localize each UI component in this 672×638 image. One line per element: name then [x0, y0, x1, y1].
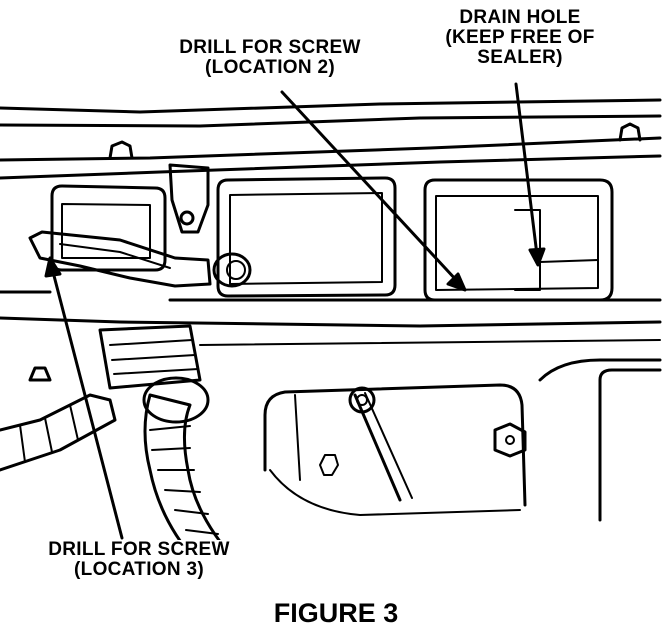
callout-location-2: DRILL FOR SCREW (LOCATION 2) — [130, 38, 410, 78]
sill-line — [0, 316, 662, 328]
mounting-stud — [108, 140, 134, 160]
panel-opening-middle-inner — [229, 192, 383, 285]
harness-connector-ribs — [109, 339, 199, 375]
panel-opening-left-inner — [61, 203, 151, 259]
callout-line: (LOCATION 2) — [205, 57, 335, 78]
fastener-nut — [493, 422, 527, 458]
arrowhead-location2 — [446, 272, 467, 292]
leader-location2 — [280, 90, 460, 284]
upper-panel-line — [0, 98, 662, 114]
wiring-loom — [0, 393, 117, 472]
leader-drain-hole — [514, 82, 539, 257]
hose-end-fitting — [142, 376, 210, 424]
fastener-clip — [28, 366, 52, 382]
figure-caption: FIGURE 3 — [273, 598, 399, 628]
upper-panel-line — [0, 136, 662, 162]
sill-line — [199, 339, 661, 346]
lower-inner-panel-edge — [294, 394, 301, 481]
lever-arm — [28, 230, 212, 288]
bracket-tab — [168, 163, 210, 234]
lower-right-panel-opening — [598, 368, 662, 522]
panel-opening-middle — [216, 176, 397, 298]
wiring-loom-bands — [19, 404, 79, 463]
harness-connector — [98, 324, 202, 390]
lever-end-cap — [212, 252, 252, 288]
mounting-stud — [618, 122, 642, 142]
callout-line: (LOCATION 3) — [74, 559, 204, 580]
callout-line: DRAIN HOLE — [459, 7, 581, 28]
drain-hole-ledge — [539, 259, 599, 263]
panel-clip — [319, 454, 339, 476]
callout-line: SEALER) — [477, 47, 563, 68]
arrowhead-drain-hole — [528, 247, 546, 267]
support-rod — [364, 392, 413, 499]
arrowhead-location3 — [44, 256, 62, 278]
callout-location-3: DRILL FOR SCREW (LOCATION 3) — [5, 540, 273, 580]
lower-right-panel — [538, 358, 662, 382]
callout-drain-hole: DRAIN HOLE (KEEP FREE OF SEALER) — [420, 8, 620, 68]
bracket-hole — [179, 210, 195, 226]
callout-line: DRILL FOR SCREW — [179, 37, 361, 58]
leader-location3 — [50, 266, 124, 540]
callout-line: DRILL FOR SCREW — [48, 539, 230, 560]
callout-line: (KEEP FREE OF — [445, 27, 595, 48]
upper-panel-line — [0, 154, 662, 180]
lever-end-cap-inner — [226, 260, 246, 280]
rod-pivot — [348, 386, 376, 414]
leader-arrows — [44, 82, 546, 540]
rod-pivot-inner — [356, 394, 368, 406]
fastener-nut-center — [505, 435, 515, 445]
upper-panel-line — [0, 114, 662, 128]
lower-door-curve — [269, 469, 521, 516]
hose-ribs — [149, 425, 219, 535]
sill-line — [0, 290, 662, 302]
lever-arm-inner — [59, 243, 171, 269]
lower-inner-panel — [263, 383, 527, 507]
